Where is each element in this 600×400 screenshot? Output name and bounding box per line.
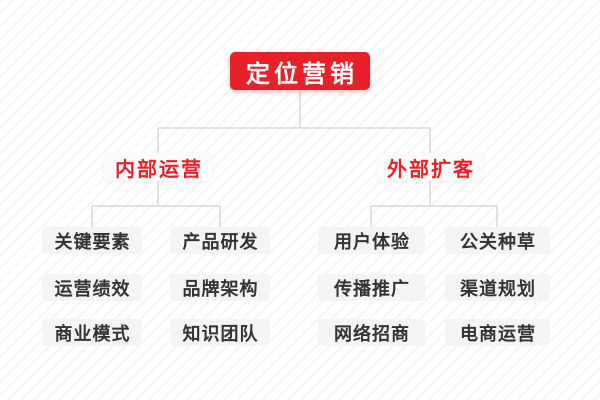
root-node: 定位营销 bbox=[230, 52, 370, 90]
leaf-node: 公关种草 bbox=[445, 227, 550, 254]
leaf-node: 品牌架构 bbox=[170, 274, 270, 301]
leaf-node: 知识团队 bbox=[170, 319, 270, 346]
branch-node-right: 外部扩客 bbox=[377, 153, 483, 181]
leaf-node: 网络招商 bbox=[318, 319, 425, 346]
branch-node-left: 内部运营 bbox=[104, 153, 212, 181]
leaf-node: 用户体验 bbox=[318, 227, 425, 254]
leaf-node: 关键要素 bbox=[42, 227, 142, 254]
leaf-node: 传播推广 bbox=[318, 274, 425, 301]
leaf-node: 商业模式 bbox=[42, 319, 142, 346]
leaf-node: 渠道规划 bbox=[445, 274, 550, 301]
leaf-node: 产品研发 bbox=[170, 227, 270, 254]
leaf-node: 电商运营 bbox=[445, 319, 550, 346]
leaf-node: 运营绩效 bbox=[42, 274, 142, 301]
